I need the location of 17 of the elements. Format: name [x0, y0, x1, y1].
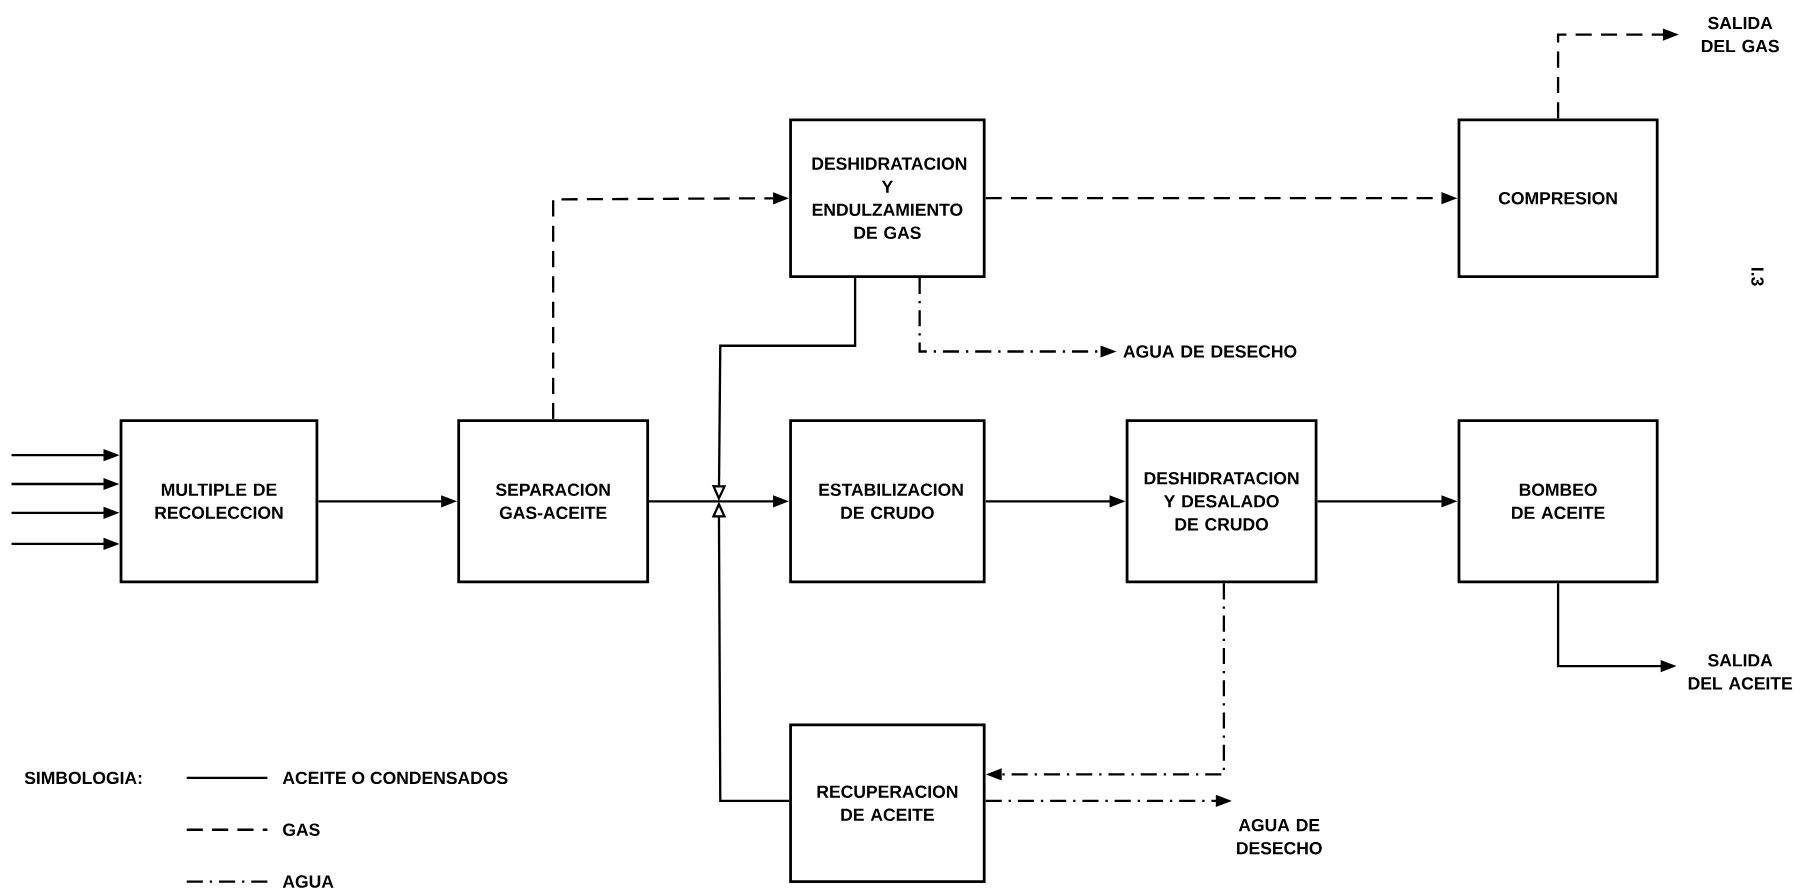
process-box: ESTABILIZACION DE CRUDO	[789, 419, 986, 584]
process-box: RECUPERACION DE ACEITE	[789, 723, 986, 883]
process-box: MULTIPLE DE RECOLECCION	[119, 419, 319, 584]
output-label: SALIDA DEL ACEITE	[1688, 654, 1793, 690]
output-label: SALIDA DEL GAS	[1701, 16, 1779, 53]
legend-title: SIMBOLOGIA:	[24, 771, 142, 785]
process-box: BOMBEO DE ACEITE	[1457, 419, 1659, 584]
legend-label: GAS	[283, 823, 320, 836]
process-box: COMPRESION	[1457, 118, 1659, 278]
legend-label: AGUA	[282, 875, 334, 888]
output-label: AGUA DE DESECHO	[1237, 818, 1322, 855]
output-label: AGUA DE DESECHO	[1123, 345, 1297, 358]
legend-label: ACEITE O CONDENSADOS	[282, 771, 508, 785]
process-box: SEPARACION GAS-ACEITE	[457, 419, 650, 584]
process-box: DESHIDRATACION Y DESALADO DE CRUDO	[1125, 419, 1318, 584]
process-box: DESHIDRATACION Y ENDULZAMIENTO DE GAS	[789, 118, 986, 278]
page-number: I.3	[1751, 267, 1764, 286]
